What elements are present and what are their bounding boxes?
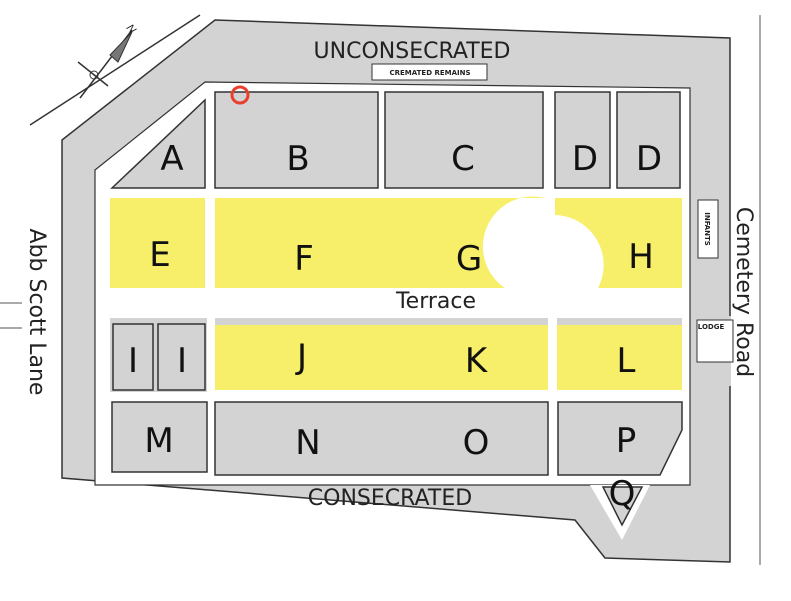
infants-label: INFANTS [703,212,711,246]
section-j-k[interactable] [215,325,548,390]
cremated-remains-label: CREMATED REMAINS [389,69,470,77]
section-a-label: A [160,139,183,179]
section-b[interactable] [214,91,379,189]
cemetery-road-label: Cemetery Road [731,207,756,377]
section-m-label: M [144,421,173,461]
section-i-2[interactable] [157,323,206,391]
section-c[interactable] [384,91,544,189]
section-o-label: O [463,423,490,463]
cremated-remains-plot [371,63,488,81]
section-d-2-label: D [636,139,662,179]
section-d-2[interactable] [616,91,681,189]
section-i-1-label: I [128,341,138,381]
section-h[interactable] [555,198,682,288]
section-m[interactable] [111,401,208,473]
section-h-label: H [628,237,654,277]
section-i-1[interactable] [112,323,154,391]
strip-jk [215,318,548,325]
section-i-2-label: I [177,341,187,381]
section-d-1[interactable] [554,91,611,189]
section-l[interactable] [557,325,682,390]
section-e[interactable] [110,198,205,288]
section-f-label: F [294,239,314,279]
section-g-label: G [456,239,482,279]
section-p-label: P [616,421,637,461]
section-d-1-label: D [572,139,598,179]
section-e-label: E [149,235,170,275]
svg-text:N: N [124,22,138,36]
section-p[interactable] [557,401,683,476]
location-marker [230,85,250,105]
unconsecrated-label: UNCONSECRATED [314,39,511,64]
terrace-label: Terrace [395,289,476,314]
lodge-building [696,319,734,363]
section-j-label: J [295,337,307,377]
section-l-label: L [617,341,636,381]
section-c-label: C [451,139,475,179]
section-n-label: N [295,423,320,463]
section-q-label: Q [609,474,636,514]
section-f-g[interactable] [215,196,545,288]
infants-plot [697,199,719,259]
section-b-label: B [286,139,309,179]
consecrated-label: CONSECRATED [308,486,472,511]
section-k-label: K [465,341,489,381]
section-n-o[interactable] [214,401,549,476]
abb-scott-lane-label: Abb Scott Lane [24,229,49,396]
section-a[interactable] [110,98,206,189]
section-q[interactable] [601,486,644,527]
boundary-line [29,14,201,126]
strip-l [557,318,682,325]
lodge-label: LODGE [698,323,725,331]
